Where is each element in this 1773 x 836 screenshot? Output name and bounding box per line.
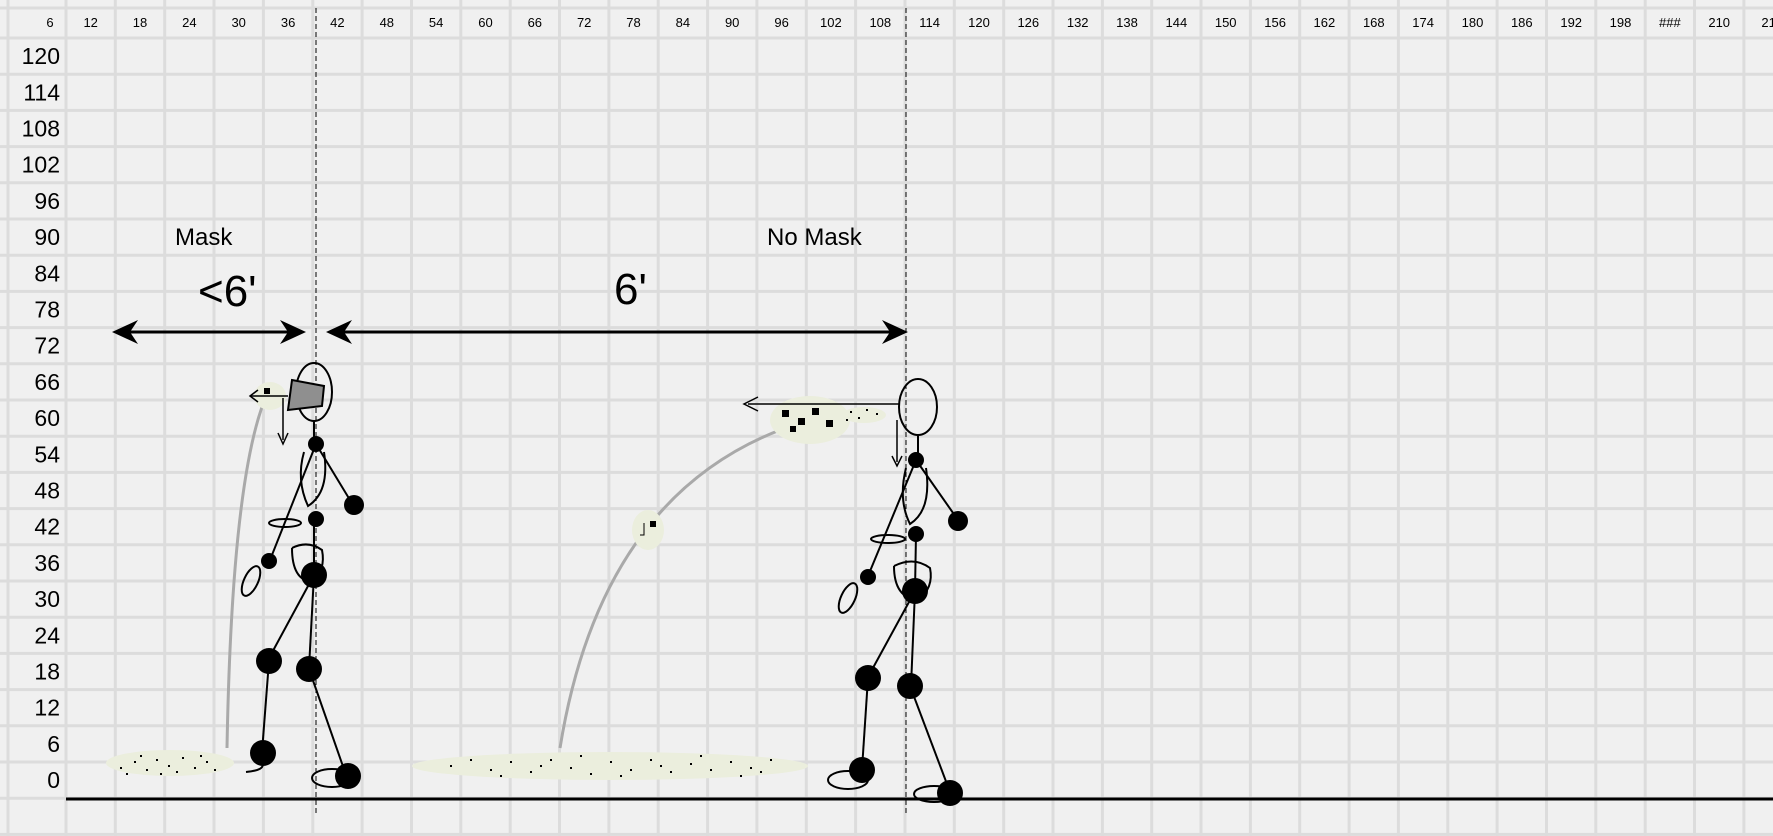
row-header: 18 [34, 659, 60, 685]
mask-scenario-label: Mask [175, 224, 233, 251]
column-header: 12 [83, 15, 97, 30]
column-header: ### [1659, 15, 1681, 30]
column-header: 96 [774, 15, 788, 30]
row-header: 72 [34, 333, 60, 359]
row-header: 12 [34, 695, 60, 721]
column-header: 126 [1017, 15, 1039, 30]
column-header: 18 [133, 15, 147, 30]
right-droplet-puddle [412, 752, 808, 780]
column-header: 120 [968, 15, 990, 30]
column-header: 162 [1314, 15, 1336, 30]
row-header: 90 [34, 224, 60, 250]
row-header: 36 [34, 550, 60, 576]
column-header: 72 [577, 15, 591, 30]
column-header: 54 [429, 15, 443, 30]
column-header: 78 [626, 15, 640, 30]
column-header: 42 [330, 15, 344, 30]
no-mask-scenario-label: No Mask [767, 224, 863, 251]
column-header: 186 [1511, 15, 1533, 30]
row-header: 54 [34, 441, 60, 467]
column-header: 84 [676, 15, 690, 30]
row-header: 114 [23, 79, 60, 105]
column-header: 156 [1264, 15, 1286, 30]
column-header: 90 [725, 15, 739, 30]
row-header: 66 [34, 369, 60, 395]
row-header: 96 [34, 188, 60, 214]
column-header: 48 [380, 15, 394, 30]
row-header: 84 [34, 260, 60, 286]
column-header: 24 [182, 15, 196, 30]
column-header: 114 [919, 15, 940, 30]
column-header: 150 [1215, 15, 1237, 30]
column-header: 192 [1560, 15, 1582, 30]
left-droplet-puddle [106, 750, 234, 776]
row-header: 30 [34, 586, 60, 612]
column-header: 168 [1363, 15, 1385, 30]
column-header: 132 [1067, 15, 1089, 30]
column-header: 108 [869, 15, 891, 30]
column-header: 174 [1412, 15, 1434, 30]
column-header: 210 [1708, 15, 1730, 30]
row-header: 102 [22, 152, 60, 178]
row-header: 60 [34, 405, 60, 431]
column-header: 66 [528, 15, 542, 30]
row-header: 78 [34, 297, 60, 323]
face-mask-icon [288, 380, 324, 410]
column-header: 36 [281, 15, 295, 30]
column-header: 30 [231, 15, 245, 30]
right-distance-label: 6' [614, 265, 647, 314]
column-header: 60 [478, 15, 492, 30]
column-header: 180 [1462, 15, 1484, 30]
column-header: 6 [46, 15, 53, 30]
row-header: 120 [22, 43, 60, 69]
row-header: 48 [34, 478, 60, 504]
left-distance-label: <6' [198, 267, 257, 316]
falling-droplet-icon [632, 510, 664, 550]
column-header: 21 [1761, 15, 1773, 30]
row-header: 42 [34, 514, 60, 540]
column-header: 102 [820, 15, 842, 30]
row-header: 24 [34, 622, 60, 648]
column-header: 144 [1166, 15, 1188, 30]
column-header: 198 [1610, 15, 1632, 30]
row-header: 0 [47, 767, 60, 793]
row-header: 6 [47, 731, 60, 757]
column-header: 138 [1116, 15, 1138, 30]
row-header: 108 [22, 116, 60, 142]
